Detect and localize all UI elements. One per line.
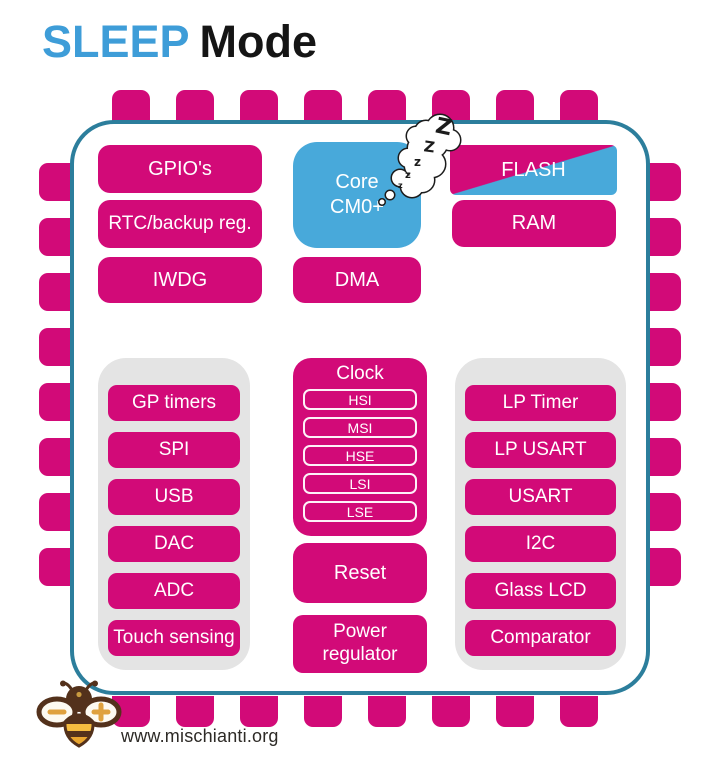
clock-source-lse: LSE xyxy=(303,501,417,522)
website-url: www.mischianti.org xyxy=(121,726,279,746)
clock-source-lsi: LSI xyxy=(303,473,417,494)
chip-pin xyxy=(649,273,681,311)
block-reset: Reset xyxy=(293,543,427,603)
sleep-cloud-icon: Z Z z z z xyxy=(378,113,462,206)
block-iwdg: IWDG xyxy=(98,257,262,303)
chip-pin xyxy=(649,548,681,586)
chip-pin xyxy=(240,90,278,121)
block-i2c: I2C xyxy=(465,526,616,562)
chip-pin xyxy=(39,273,71,311)
block-gp-timers: GP timers xyxy=(108,385,240,421)
cloud-letter-z2: Z xyxy=(423,137,436,156)
clock-title: Clock xyxy=(336,363,384,384)
bee-logo-icon xyxy=(36,680,122,748)
block-power-regulator: Power regulator xyxy=(293,615,427,673)
block-dma: DMA xyxy=(293,257,421,303)
chip-pin xyxy=(649,163,681,201)
block-clock: Clock HSI MSI HSE LSI LSE xyxy=(293,358,427,536)
chip-pin xyxy=(112,90,150,121)
power-label-line2: regulator xyxy=(322,644,398,665)
chip-pin xyxy=(560,696,598,727)
chip-pin xyxy=(39,383,71,421)
core-label-line2: CM0+ xyxy=(330,196,384,218)
block-flash: FLASH xyxy=(450,145,617,195)
chip-pin xyxy=(649,328,681,366)
chip-pin xyxy=(368,696,406,727)
chip-pin xyxy=(649,218,681,256)
chip-pin xyxy=(39,163,71,201)
chip-pin xyxy=(39,438,71,476)
block-glass-lcd: Glass LCD xyxy=(465,573,616,609)
block-rtc-backup: RTC/backup reg. xyxy=(98,200,262,248)
chip-pin xyxy=(560,90,598,121)
block-comparator: Comparator xyxy=(465,620,616,656)
chip-pin xyxy=(649,383,681,421)
chip-pin xyxy=(39,328,71,366)
chip-pin xyxy=(496,90,534,121)
cloud-letter-z5: z xyxy=(398,181,403,190)
chip-pins-bottom xyxy=(112,696,598,727)
chip-pin xyxy=(496,696,534,727)
block-gpio: GPIO's xyxy=(98,145,262,193)
chip-pin xyxy=(432,696,470,727)
chip-pin xyxy=(176,90,214,121)
block-lp-timer: LP Timer xyxy=(465,385,616,421)
clock-source-msi: MSI xyxy=(303,417,417,438)
title-mode-word: Mode xyxy=(199,16,318,67)
chip-pin xyxy=(368,90,406,121)
chip-pin xyxy=(304,696,342,727)
chip-pin xyxy=(176,696,214,727)
block-touch-sensing: Touch sensing xyxy=(108,620,240,656)
chip-pin xyxy=(39,493,71,531)
core-label-line1: Core xyxy=(335,171,379,193)
power-label-line1: Power xyxy=(333,621,387,643)
cloud-letter-z1: Z xyxy=(433,114,454,142)
chip-pins-left xyxy=(39,163,71,586)
cloud-letter-z3: z xyxy=(414,155,421,169)
cloud-letter-z4: z xyxy=(405,170,411,181)
block-usb: USB xyxy=(108,479,240,515)
chip-pin xyxy=(240,696,278,727)
chip-pin xyxy=(39,548,71,586)
block-dac: DAC xyxy=(108,526,240,562)
clock-source-hse: HSE xyxy=(303,445,417,466)
chip-pin xyxy=(649,493,681,531)
chip-pin xyxy=(304,90,342,121)
group-left-peripherals: GP timers SPI USB DAC ADC Touch sensing xyxy=(98,358,250,670)
block-spi: SPI xyxy=(108,432,240,468)
block-lp-usart: LP USART xyxy=(465,432,616,468)
block-ram: RAM xyxy=(452,200,616,247)
clock-source-hsi: HSI xyxy=(303,389,417,410)
chip-pin xyxy=(39,218,71,256)
block-adc: ADC xyxy=(108,573,240,609)
group-right-peripherals: LP Timer LP USART USART I2C Glass LCD Co… xyxy=(455,358,626,670)
chip-pins-top xyxy=(112,90,598,121)
block-usart: USART xyxy=(465,479,616,515)
chip-pin xyxy=(649,438,681,476)
title-sleep-word: SLEEP xyxy=(42,16,190,67)
chip-pins-right xyxy=(649,163,681,586)
